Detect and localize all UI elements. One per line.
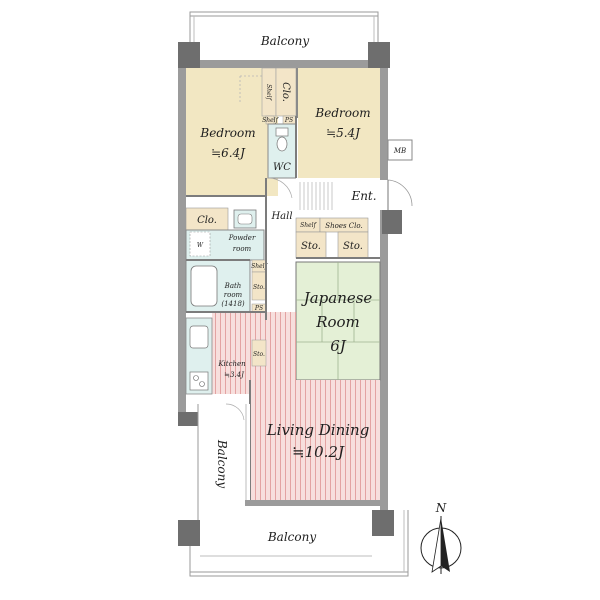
side-balcony-label: Balcony — [215, 439, 229, 488]
hall-label: Hall — [270, 211, 292, 222]
bottom-balcony: Balcony — [189, 510, 409, 577]
bedroom-west-size: ≒6.4J — [211, 146, 246, 160]
bath-label-3: (1418) — [221, 300, 245, 308]
living-size: ≒10.2J — [292, 443, 345, 461]
powder-area: Clo. W Powder room — [185, 207, 265, 261]
powder-label-2: room — [233, 245, 252, 253]
japanese-label-3: 6J — [330, 337, 347, 355]
shelf-top-label: Shelf — [265, 84, 272, 101]
entrance-label: Ent. — [350, 189, 376, 203]
japanese-label-1: Japanese — [301, 289, 373, 307]
side-balcony: Balcony — [197, 403, 250, 520]
north-label: N — [435, 501, 447, 515]
washer-label: W — [197, 242, 204, 249]
storage-bath-label: Sto. — [253, 284, 265, 291]
living-label: Living Dining — [266, 421, 370, 439]
mb-label: MB — [393, 147, 406, 155]
closet-top-label: Clo. — [280, 82, 291, 102]
bedroom-east: Bedroom ≒5.4J — [298, 68, 380, 178]
japanese-label-2: Room — [315, 313, 360, 331]
outer-walls — [178, 42, 402, 546]
bottom-balcony-label: Balcony — [267, 530, 316, 544]
wc: Shelf PS WC — [262, 115, 297, 179]
bath-label-1: Bath — [224, 282, 242, 290]
ps-mid-label: PS — [254, 305, 263, 312]
bath-label-2: room — [224, 291, 243, 299]
top-balcony-label: Balcony — [260, 34, 309, 48]
bedroom-east-size: ≒5.4J — [326, 126, 361, 140]
north-arrow-icon: N — [420, 501, 462, 574]
storage-kitchen-label: Sto. — [253, 351, 265, 358]
shelf-shoes-label: Shelf — [300, 222, 317, 229]
shelf-wc-label: Shelf — [262, 117, 279, 124]
kitchen-label: Kitchen — [217, 360, 246, 368]
bedroom-east-label: Bedroom — [314, 106, 370, 120]
top-balcony: Balcony — [189, 11, 379, 48]
living-dining: Living Dining ≒10.2J — [212, 312, 380, 500]
top-storage-strip: Shelf Clo. — [261, 67, 298, 118]
wc-label: WC — [273, 162, 291, 173]
japanese-room: Japanese Room 6J — [295, 261, 381, 381]
storage-1-label: Sto. — [301, 241, 321, 252]
shelf-bath-label: Shelf — [251, 263, 268, 270]
storage-2-label: Sto. — [343, 241, 363, 252]
closet-left-label: Clo. — [197, 215, 217, 226]
kitchen: Sto. Kitchen ≒3.4J — [185, 317, 267, 395]
hall: Hall Ent. — [267, 177, 413, 222]
kitchen-size: ≒3.4J — [224, 371, 245, 379]
meter-box: MB — [387, 139, 413, 161]
powder-label-1: Powder — [228, 234, 256, 242]
bath-room: Bath room (1418) Shelf Sto. PS — [185, 259, 269, 313]
bedroom-west-label: Bedroom — [199, 126, 255, 140]
ps-top-label: PS — [284, 117, 293, 124]
shoes-closet-label: Shoes Clo. — [325, 222, 362, 230]
shoes-storage: Shelf Shoes Clo. Sto. Sto. — [295, 217, 369, 259]
